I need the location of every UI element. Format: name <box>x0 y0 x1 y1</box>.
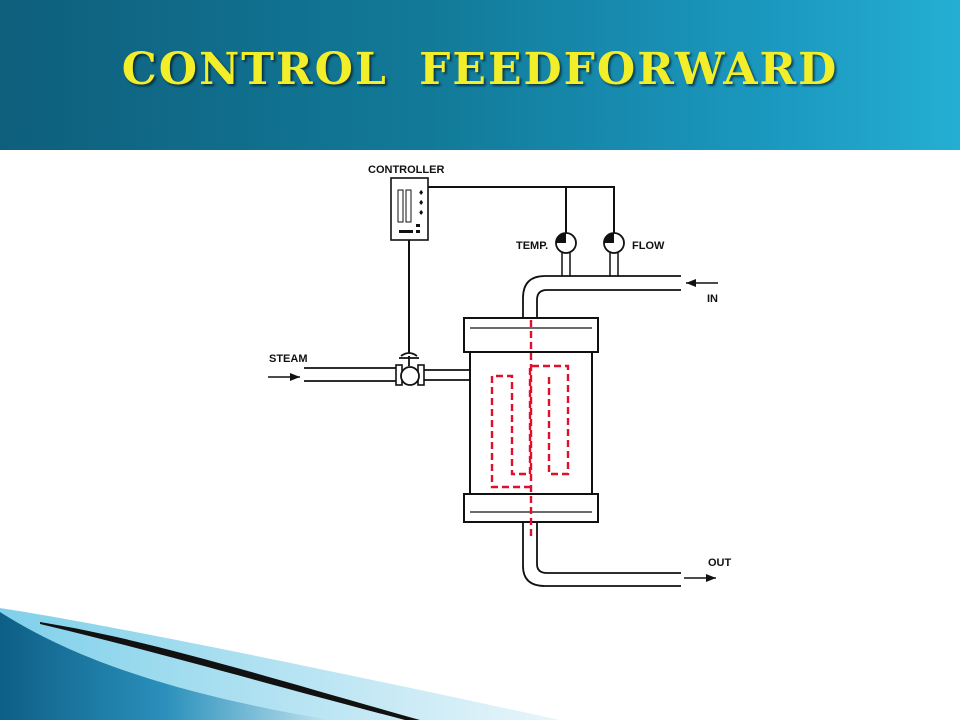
temp-transmitter <box>555 232 577 276</box>
svg-text:♦: ♦ <box>418 209 424 217</box>
flow-transmitter <box>603 232 625 276</box>
steam-arrow <box>268 373 300 381</box>
slide-header <box>0 0 960 150</box>
in-arrow <box>686 279 718 287</box>
outlet-pipe <box>522 522 681 587</box>
controller-label: CONTROLLER <box>368 164 444 176</box>
decorative-swoosh <box>0 608 560 720</box>
steam-label: STEAM <box>269 353 308 365</box>
inlet-pipe <box>522 275 681 318</box>
svg-text:♦: ♦ <box>418 199 424 207</box>
signal-lines <box>408 186 615 358</box>
svg-text:♦: ♦ <box>418 189 424 197</box>
temp-label: TEMP. <box>516 240 548 252</box>
flow-label: FLOW <box>632 240 665 252</box>
controller-unit: ♦ ♦ ♦ <box>390 177 429 241</box>
steam-pipe <box>304 367 470 382</box>
in-label: IN <box>707 293 718 305</box>
steam-coil <box>490 320 570 536</box>
out-arrow <box>684 574 716 582</box>
control-valve <box>395 352 425 386</box>
slide-title: CONTROL FEEDFORWARD <box>121 44 839 95</box>
out-label: OUT <box>708 557 732 569</box>
